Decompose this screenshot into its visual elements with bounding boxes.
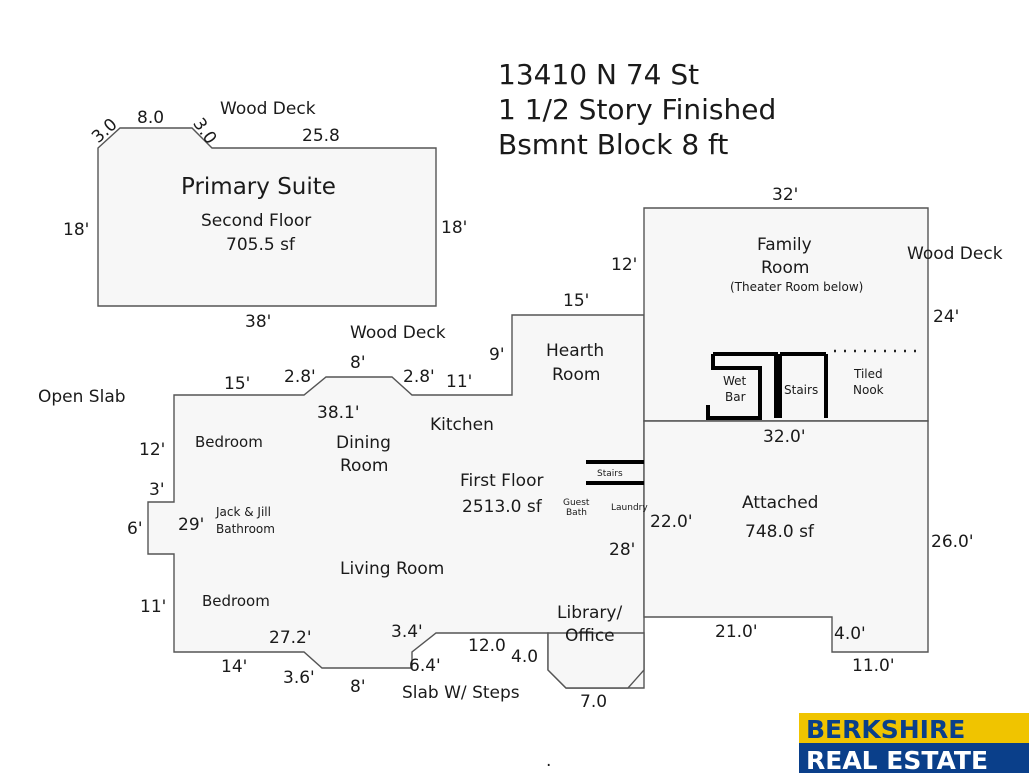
jack-jill-label-2: Bathroom bbox=[216, 522, 275, 536]
first-floor-stairs-label: Stairs bbox=[597, 469, 623, 479]
second-floor-deck-label: Wood Deck bbox=[220, 99, 316, 119]
dim-bay-depth: 38.1' bbox=[317, 403, 360, 423]
second-floor-area: 705.5 sf bbox=[226, 235, 296, 255]
attached-area: 748.0 sf bbox=[745, 522, 815, 542]
dim-hearth-left: 9' bbox=[489, 345, 505, 365]
attached-label: Attached bbox=[742, 493, 818, 513]
living-room-label: Living Room bbox=[340, 559, 444, 579]
bedroom-2-label: Bedroom bbox=[202, 592, 270, 610]
basement-text: Bsmnt Block 8 ft bbox=[498, 128, 728, 161]
style-text: 1 1/2 Story Finished bbox=[498, 93, 776, 126]
theater-note: (Theater Room below) bbox=[730, 280, 863, 294]
dim-bot-4: 4.0 bbox=[511, 647, 538, 667]
dim-garage-left: 22.0' bbox=[650, 512, 693, 532]
family-stairs-label: Stairs bbox=[784, 383, 818, 397]
dim-bot-step: 3.4' bbox=[391, 622, 423, 642]
family-room-label-1: Family bbox=[757, 235, 812, 255]
jack-jill-label-1: Jack & Jill bbox=[215, 505, 271, 519]
dim-hearth-top: 15' bbox=[563, 291, 589, 311]
family-stairs-outline bbox=[778, 352, 828, 418]
title-block: 13410 N 74 St 1 1/2 Story Finished Bsmnt… bbox=[498, 58, 776, 161]
attached-outline bbox=[643, 420, 929, 653]
library-tab-outline bbox=[547, 632, 645, 689]
library-label-2: Office bbox=[565, 626, 615, 646]
slab-steps-label: Slab W/ Steps bbox=[402, 683, 520, 703]
wet-bar-label-2: Bar bbox=[725, 390, 746, 404]
dim-family-bottom: 32.0' bbox=[763, 427, 806, 447]
dim-left-bottom: 11' bbox=[140, 597, 166, 617]
wet-bar-label-1: Wet bbox=[723, 374, 747, 388]
dim-bot-bay-left: 3.6' bbox=[283, 668, 315, 688]
dim-bot-7: 7.0 bbox=[580, 692, 607, 712]
dim-family-top: 32' bbox=[772, 185, 798, 205]
kitchen-label: Kitchen bbox=[430, 415, 494, 435]
dim-jut-top: 3' bbox=[149, 480, 165, 500]
dim-family-right: 24' bbox=[933, 307, 959, 327]
dim-ps-top-mid: 8.0 bbox=[137, 108, 164, 128]
dim-bay-top: 8' bbox=[350, 353, 366, 373]
dim-bay-left: 2.8' bbox=[284, 367, 316, 387]
family-deck-label: Wood Deck bbox=[907, 244, 1003, 264]
guest-bath-label-2: Bath bbox=[566, 508, 587, 518]
dim-ps-bottom: 38' bbox=[245, 312, 271, 332]
dim-bay-right-run: 11' bbox=[446, 372, 472, 392]
dim-bot-bay-right: 6.4' bbox=[409, 656, 441, 676]
logo-top-band bbox=[799, 713, 1029, 743]
guest-bath-label-1: Guest bbox=[563, 498, 590, 508]
dim-bot-12: 12.0 bbox=[468, 636, 506, 656]
dim-bot-bay: 8' bbox=[350, 677, 366, 697]
second-floor-label: Second Floor bbox=[201, 211, 311, 231]
dim-jut-side: 6' bbox=[127, 519, 143, 539]
tiled-nook-label-2: Nook bbox=[853, 383, 884, 397]
bedroom-1-label: Bedroom bbox=[195, 433, 263, 451]
laundry-label: Laundry bbox=[611, 503, 648, 513]
dim-bot-left: 14' bbox=[221, 657, 247, 677]
hearth-room-label-2: Room bbox=[552, 365, 600, 385]
dim-ps-top-right: 25.8 bbox=[302, 126, 340, 146]
dim-bay-right: 2.8' bbox=[403, 367, 435, 387]
dim-right-28: 28' bbox=[609, 540, 635, 560]
hearth-room-label-1: Hearth bbox=[546, 341, 604, 361]
dining-label-1: Dining bbox=[336, 433, 391, 453]
logo-bottom-text: REAL ESTATE bbox=[806, 746, 988, 773]
logo-top-text: BERKSHIRE bbox=[806, 715, 965, 744]
first-floor-deck-label: Wood Deck bbox=[350, 323, 446, 343]
dining-label-2: Room bbox=[340, 456, 388, 476]
first-floor-label: First Floor bbox=[460, 471, 543, 491]
primary-suite-outline bbox=[97, 127, 437, 307]
wet-bar-counter bbox=[706, 352, 778, 420]
library-label-1: Library/ bbox=[557, 603, 622, 623]
dim-ps-right: 18' bbox=[441, 218, 467, 238]
dim-bot-run: 27.2' bbox=[269, 628, 312, 648]
first-floor-area: 2513.0 sf bbox=[462, 497, 543, 517]
dim-ps-left: 18' bbox=[63, 220, 89, 240]
address-text: 13410 N 74 St bbox=[498, 58, 699, 91]
dim-left-top: 12' bbox=[139, 440, 165, 460]
dim-upper-left: 15' bbox=[224, 374, 250, 394]
dim-garage-bottom-right: 11.0' bbox=[852, 656, 895, 676]
tiled-nook-label-1: Tiled bbox=[853, 367, 883, 381]
logo-bottom-band bbox=[799, 743, 1029, 773]
brand-logo: BERKSHIRE REAL ESTATE bbox=[799, 713, 1029, 773]
primary-suite-label: Primary Suite bbox=[181, 174, 336, 200]
dim-garage-right: 26.0' bbox=[931, 532, 974, 552]
dim-garage-step: 4.0' bbox=[834, 624, 866, 644]
footer-dot: . bbox=[546, 751, 551, 771]
dim-left-mid: 29' bbox=[178, 515, 204, 535]
open-slab-label: Open Slab bbox=[38, 387, 126, 407]
dim-family-left: 12' bbox=[611, 255, 637, 275]
family-room-label-2: Room bbox=[761, 258, 809, 278]
first-floor-stairs-lines bbox=[586, 460, 644, 485]
dim-garage-bottom: 21.0' bbox=[715, 622, 758, 642]
